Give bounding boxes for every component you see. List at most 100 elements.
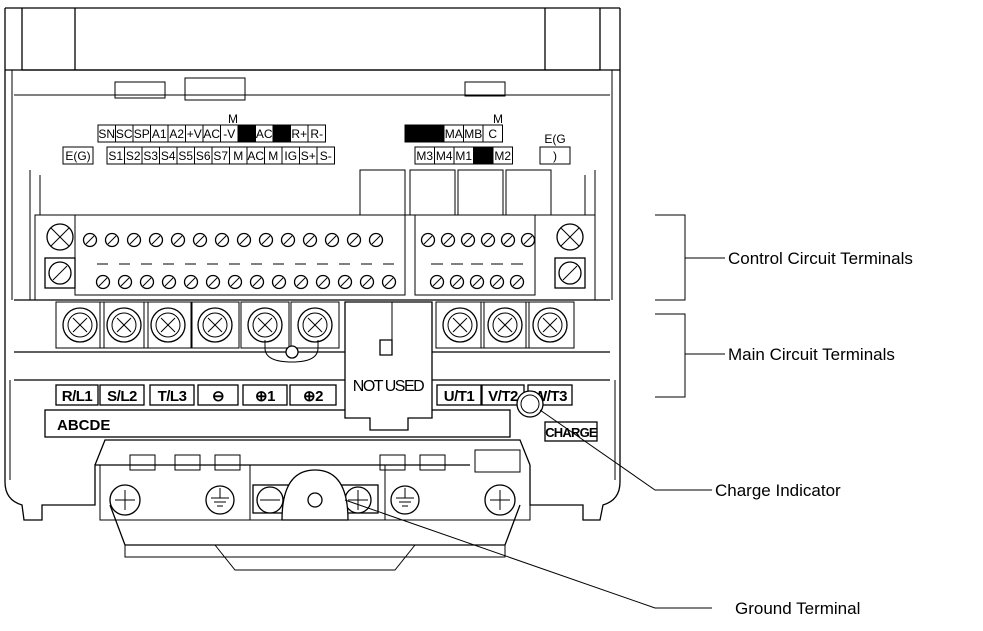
- control-screw: [293, 274, 309, 290]
- control-screw: [346, 232, 362, 248]
- control-screw: [440, 232, 456, 248]
- control-screw: [337, 274, 353, 290]
- control-screw: [315, 274, 331, 290]
- strip-top-cell: A1: [150, 124, 169, 143]
- relay-top-cell: C: [482, 124, 503, 143]
- strip-top-cell: A2: [167, 124, 186, 143]
- callout-ground: Ground Terminal: [344, 499, 860, 618]
- strip-top-cell: SN: [97, 124, 116, 143]
- callout-ground-label: Ground Terminal: [735, 599, 860, 618]
- strip-left-ground-label: E(G): [65, 149, 90, 163]
- control-screw: [192, 232, 208, 248]
- strip-bottom-label: S5: [178, 149, 193, 163]
- relay-top-label: C: [488, 127, 497, 141]
- strip-top-cell: R-: [307, 124, 326, 143]
- jumper-loop: [264, 340, 319, 363]
- strip-bottom-cell: S3: [141, 146, 160, 165]
- strip-bottom-cell: S2: [124, 146, 143, 165]
- strip-bottom-label: M: [268, 149, 278, 163]
- not-used-label: NOT USED: [353, 378, 424, 395]
- control-screw: [227, 274, 243, 290]
- strip-top-cell: AC: [255, 124, 274, 143]
- main-screw: [290, 301, 340, 349]
- strip-small-m-left: M: [228, 112, 238, 126]
- strip-top-label: -V: [223, 127, 235, 141]
- strip-top-label: A1: [152, 127, 167, 141]
- mount-screw-right: [554, 223, 586, 289]
- strip-bottom-cell: M: [229, 146, 248, 165]
- control-screw: [214, 232, 230, 248]
- relay-top-cell: MA: [443, 124, 464, 143]
- control-screw: [500, 232, 516, 248]
- strip-bottom-label: S2: [126, 149, 141, 163]
- control-screw: [469, 274, 485, 290]
- main-terminal-text: S/L2: [107, 388, 137, 405]
- main-terminal-label: T/L3: [149, 384, 195, 406]
- callout-main-label: Main Circuit Terminals: [728, 345, 895, 364]
- strip-bottom-cell: S1: [106, 146, 125, 165]
- strip-bottom-label: S6: [196, 149, 211, 163]
- control-screw: [117, 274, 133, 290]
- control-screw: [104, 232, 120, 248]
- main-terminal-text: V/T2: [488, 388, 518, 405]
- strip-bottom-cell: S6: [194, 146, 213, 165]
- main-screw: [55, 301, 105, 349]
- relay-top-cell: [424, 124, 445, 143]
- main-terminal-label: S/L2: [99, 384, 145, 406]
- relay-top-cell: [404, 124, 425, 143]
- strip-bottom-cell: S4: [159, 146, 178, 165]
- main-screw: [525, 301, 575, 349]
- strip-top-cell: -V: [220, 124, 239, 143]
- control-screw: [249, 274, 265, 290]
- strip-bottom-label: M: [233, 149, 243, 163]
- control-screw: [509, 274, 525, 290]
- main-terminal-text: R/L1: [62, 388, 93, 405]
- strip-top-cell: SP: [132, 124, 151, 143]
- relay-bottom-label: M3: [416, 149, 433, 163]
- main-terminal-text: ⊖: [212, 388, 224, 405]
- relay-bottom-cell: M3: [414, 146, 435, 165]
- control-screw: [161, 274, 177, 290]
- drive-housing: [4, 7, 621, 571]
- main-circuit-screws: [55, 301, 575, 349]
- strip-top-cell: +V: [185, 124, 204, 143]
- strip-bottom-cell: S5: [176, 146, 195, 165]
- relay-bottom-label: M4: [436, 149, 453, 163]
- control-screw: [205, 274, 221, 290]
- strip-top-label: R-: [310, 127, 323, 141]
- control-screw: [460, 232, 476, 248]
- strip-bottom-cell: M: [264, 146, 283, 165]
- control-screw: [170, 232, 186, 248]
- strip-bottom-label: S1: [108, 149, 123, 163]
- control-screw: [359, 274, 375, 290]
- strip-bottom-cell: IG: [281, 146, 300, 165]
- main-terminal-label: ⊖: [197, 384, 239, 406]
- control-screw: [449, 274, 465, 290]
- control-screw: [271, 274, 287, 290]
- strip-bottom-cell: S-: [316, 146, 335, 165]
- main-terminal-label: V/T2: [481, 384, 525, 406]
- nameplate-text: ABCDE: [57, 417, 110, 434]
- main-terminal-text: T/L3: [158, 388, 187, 405]
- strip-right-ground: E(G ): [539, 132, 571, 165]
- strip-bottom-cell: AC: [246, 146, 265, 165]
- strip-bottom-label: AC: [247, 149, 264, 163]
- strip-right-ground-label: E(G: [544, 132, 565, 146]
- strip-top-label: SP: [134, 127, 150, 141]
- relay-bottom-cell: M4: [434, 146, 455, 165]
- callout-charge-label: Charge Indicator: [715, 481, 841, 500]
- control-screw: [302, 232, 318, 248]
- control-screw: [480, 232, 496, 248]
- mount-screw-left: [44, 223, 76, 289]
- control-screw: [280, 232, 296, 248]
- strip-top-label: AC: [256, 127, 273, 141]
- control-screw: [126, 232, 142, 248]
- strip-right-ground-paren: ): [553, 149, 557, 163]
- callout-main: Main Circuit Terminals: [655, 313, 895, 398]
- callout-control: Control Circuit Terminals: [655, 214, 913, 301]
- charge-lamp: [516, 390, 544, 418]
- main-screw: [435, 301, 485, 349]
- relay-bottom-cell: M2: [492, 146, 513, 165]
